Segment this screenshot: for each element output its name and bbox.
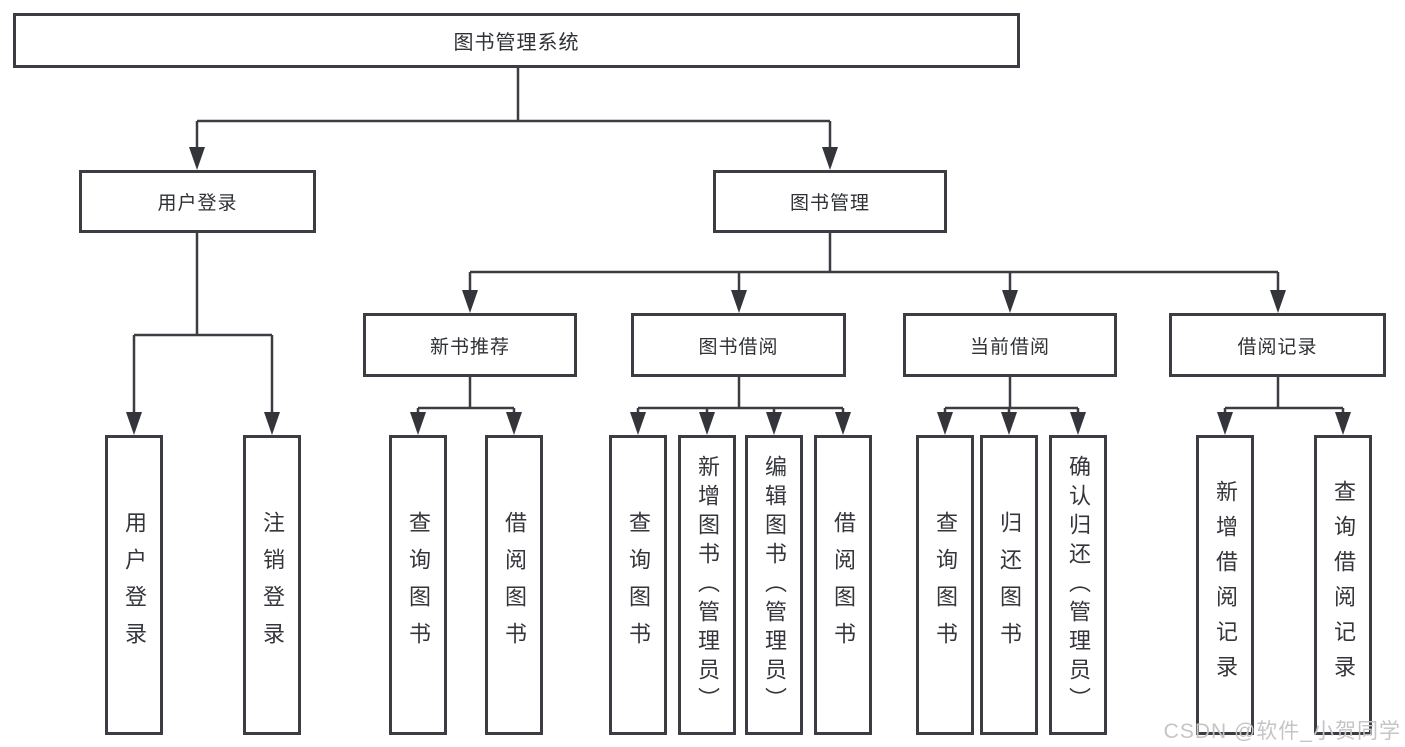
node-label: 查询图书 <box>626 511 651 659</box>
node-label: 借阅记录 <box>1237 336 1318 358</box>
node-label: 借阅图书 <box>502 511 527 659</box>
leaf-query-borrow-record: 查询借阅记录 <box>1314 435 1372 735</box>
node-label: 归还图书 <box>997 511 1022 659</box>
node-current-borrowing: 当前借阅 <box>903 313 1117 377</box>
leaf-borrow-books-recommend: 借阅图书 <box>485 435 543 735</box>
leaf-edit-books-admin: 编辑图书（管理员） <box>745 435 803 735</box>
node-label: 查询图书 <box>933 511 958 659</box>
leaf-query-books-borrowing: 查询图书 <box>609 435 667 735</box>
node-label: 新增图书（管理员） <box>695 454 720 716</box>
node-label: 图书管理 <box>789 193 870 214</box>
node-label: 图书管理系统 <box>453 32 580 54</box>
node-borrowing-records: 借阅记录 <box>1169 313 1386 377</box>
node-label: 用户登录 <box>122 511 147 659</box>
leaf-logout: 注销登录 <box>243 435 301 735</box>
leaf-user-login: 用户登录 <box>105 435 163 735</box>
leaf-confirm-return-admin: 确认归还（管理员） <box>1049 435 1107 735</box>
node-library-system: 图书管理系统 <box>13 13 1020 68</box>
leaf-query-books-recommend: 查询图书 <box>389 435 447 735</box>
node-label: 查询借阅记录 <box>1331 480 1356 690</box>
leaf-add-borrow-record: 新增借阅记录 <box>1196 435 1254 735</box>
node-book-management: 图书管理 <box>713 170 947 233</box>
node-label: 当前借阅 <box>969 336 1050 358</box>
leaf-return-books: 归还图书 <box>980 435 1038 735</box>
node-new-book-recommend: 新书推荐 <box>363 313 577 377</box>
node-label: 注销登录 <box>260 511 285 659</box>
node-label: 新增借阅记录 <box>1213 480 1238 690</box>
node-label: 用户登录 <box>157 193 238 214</box>
node-label: 借阅图书 <box>831 511 856 659</box>
node-label: 编辑图书（管理员） <box>762 454 787 716</box>
node-book-borrowing: 图书借阅 <box>631 313 846 377</box>
node-label: 新书推荐 <box>429 336 510 358</box>
leaf-query-books-current: 查询图书 <box>916 435 974 735</box>
csdn-watermark: CSDN @软件_小贺同学 <box>1163 720 1401 743</box>
node-label: 图书借阅 <box>698 336 779 358</box>
node-user-login: 用户登录 <box>79 170 316 233</box>
node-label: 确认归还（管理员） <box>1066 454 1091 716</box>
leaf-borrow-books: 借阅图书 <box>814 435 872 735</box>
leaf-add-books-admin: 新增图书（管理员） <box>678 435 736 735</box>
node-label: 查询图书 <box>406 511 431 659</box>
